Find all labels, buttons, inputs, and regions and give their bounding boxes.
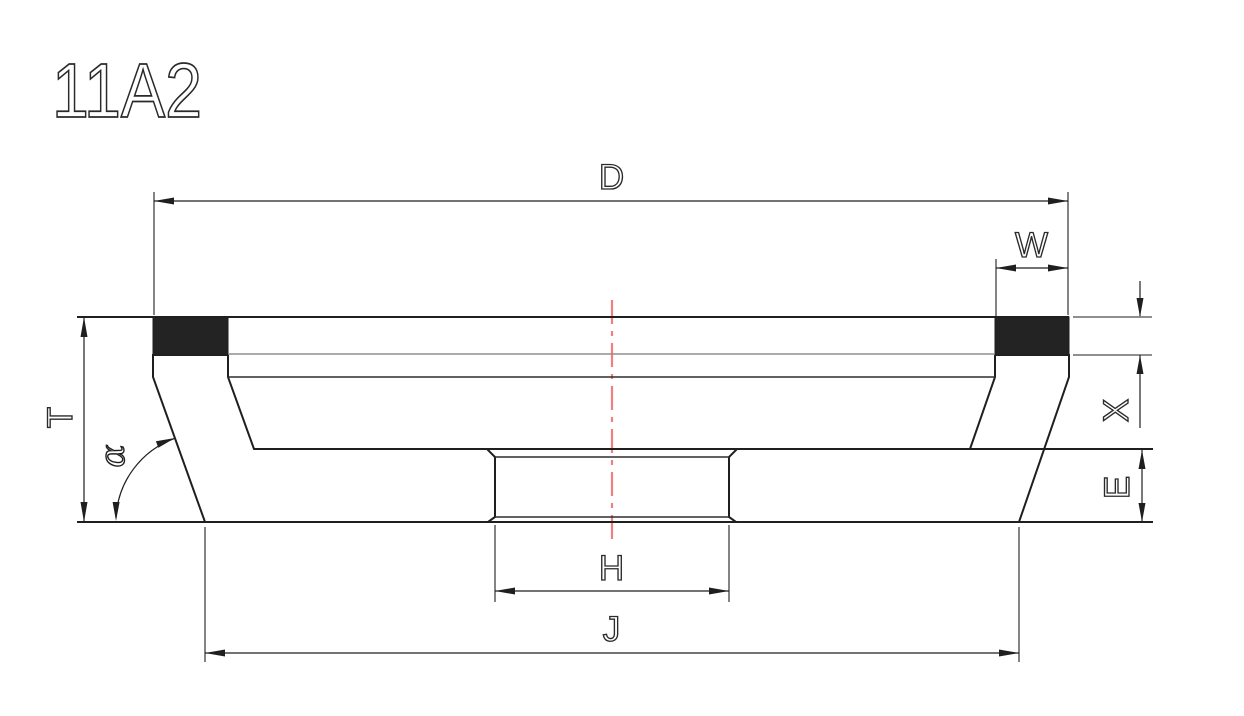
dim-label-alpha: α	[93, 444, 133, 467]
arrow-right-icon	[1048, 264, 1068, 272]
arrow-up-icon	[1138, 450, 1146, 469]
arrow-down-icon	[1136, 298, 1144, 317]
dimension-overall-thickness: T	[40, 317, 88, 522]
abrasive-segment-left	[152, 316, 229, 356]
arrow-left-icon	[996, 264, 1016, 272]
body-section-left	[152, 354, 496, 523]
arrow-left-icon	[495, 587, 515, 595]
arrow-right-icon	[1048, 197, 1068, 205]
dimension-flare-angle: α	[92, 437, 175, 521]
dimension-rim-width: W	[995, 225, 1068, 316]
dim-label-e: E	[1098, 475, 1137, 499]
dimension-abrasive-depth: X	[1073, 281, 1152, 428]
body-section-right	[728, 354, 1070, 523]
arrow-right-icon	[999, 649, 1019, 657]
dimension-back-thickness: E	[1097, 450, 1146, 522]
arrow-down-icon	[112, 502, 120, 521]
arrow-left-icon	[205, 649, 225, 657]
abrasive-segment-right	[994, 316, 1070, 356]
dimension-back-diameter: J	[204, 527, 1020, 662]
dim-label-d: D	[599, 158, 625, 197]
dim-label-h: H	[599, 549, 625, 588]
arrow-right-icon	[709, 587, 729, 595]
dimension-bore: H	[494, 525, 730, 602]
dim-label-x: X	[1097, 398, 1136, 422]
arrow-up-icon	[1136, 355, 1144, 374]
arrow-down-icon	[80, 502, 88, 522]
dim-label-w: W	[1015, 226, 1049, 265]
arrow-down-icon	[1138, 503, 1146, 522]
arrow-up-icon	[80, 317, 88, 337]
dimension-outer-diameter: D	[153, 157, 1069, 315]
drawing-title: 11A2	[52, 48, 202, 134]
dim-label-t: T	[41, 406, 80, 428]
arrow-left-icon	[154, 197, 174, 205]
arrow-up-right-icon	[155, 438, 175, 448]
dim-label-j: J	[603, 610, 622, 649]
